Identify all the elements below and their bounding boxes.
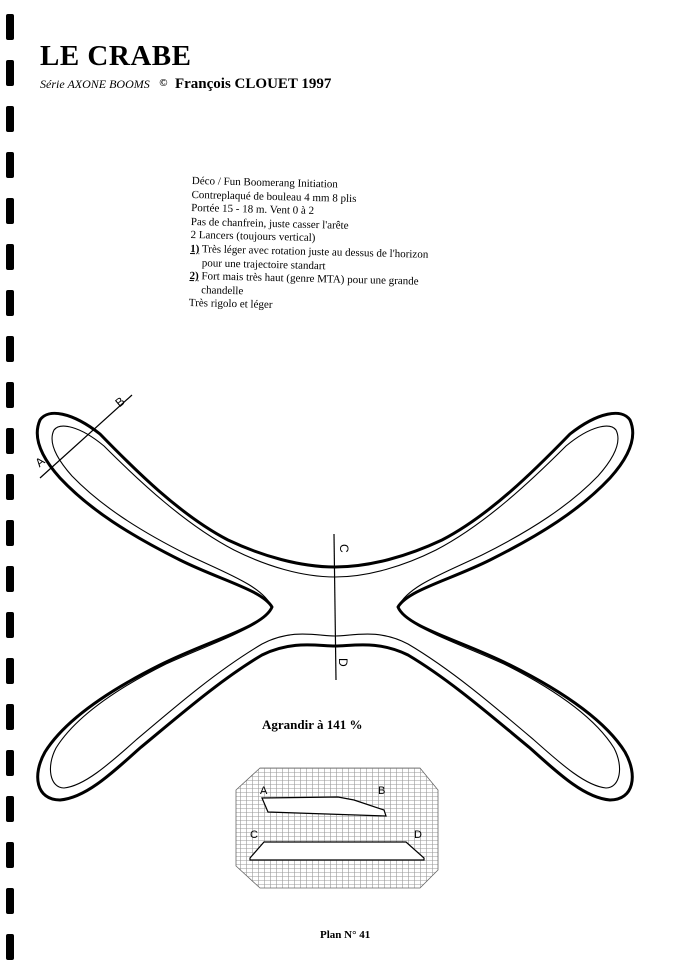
inset-label-a: A	[260, 785, 268, 797]
copyright-symbol: ©	[159, 77, 168, 89]
section-line-cd	[333, 533, 337, 681]
binding-hole	[6, 934, 14, 960]
binding-hole	[6, 290, 14, 316]
binding-hole	[6, 612, 14, 638]
binding-hole	[6, 796, 14, 822]
section-line-ab	[39, 394, 133, 479]
binding-hole	[6, 750, 14, 776]
section-label-d: D	[336, 658, 350, 667]
binding-hole	[6, 106, 14, 132]
binding-hole	[6, 198, 14, 224]
enlarge-note: Agrandir à 141 %	[262, 717, 363, 732]
inset-label-b: B	[378, 785, 385, 797]
binding-hole	[6, 244, 14, 270]
binding-hole	[6, 704, 14, 730]
binding-hole	[6, 842, 14, 868]
inset-label-d: D	[414, 829, 422, 841]
binding-hole	[6, 658, 14, 684]
binding-hole	[6, 14, 14, 40]
binding-hole	[6, 566, 14, 592]
author-line: François CLOUET 1997	[174, 76, 332, 92]
binding-hole	[6, 60, 14, 86]
page-title: LE CRABE	[40, 40, 192, 72]
section-label-c: C	[337, 544, 351, 553]
inset-label-c: C	[250, 829, 258, 841]
binding-holes	[0, 0, 22, 968]
plan-number: Plan N° 41	[320, 929, 371, 941]
binding-hole	[6, 336, 14, 362]
profile-cd	[249, 841, 425, 861]
binding-hole	[6, 152, 14, 178]
profile-ab	[261, 796, 387, 817]
binding-hole	[6, 474, 14, 500]
cross-section-inset: A B C D	[235, 767, 439, 889]
binding-hole	[6, 428, 14, 454]
subtitle: Série AXONE BOOMS © François CLOUET 1997	[40, 76, 331, 93]
binding-hole	[6, 520, 14, 546]
section-label-b: B	[112, 394, 127, 410]
binding-hole	[6, 382, 14, 408]
series-label: Série AXONE BOOMS	[40, 77, 150, 91]
binding-hole	[6, 888, 14, 914]
